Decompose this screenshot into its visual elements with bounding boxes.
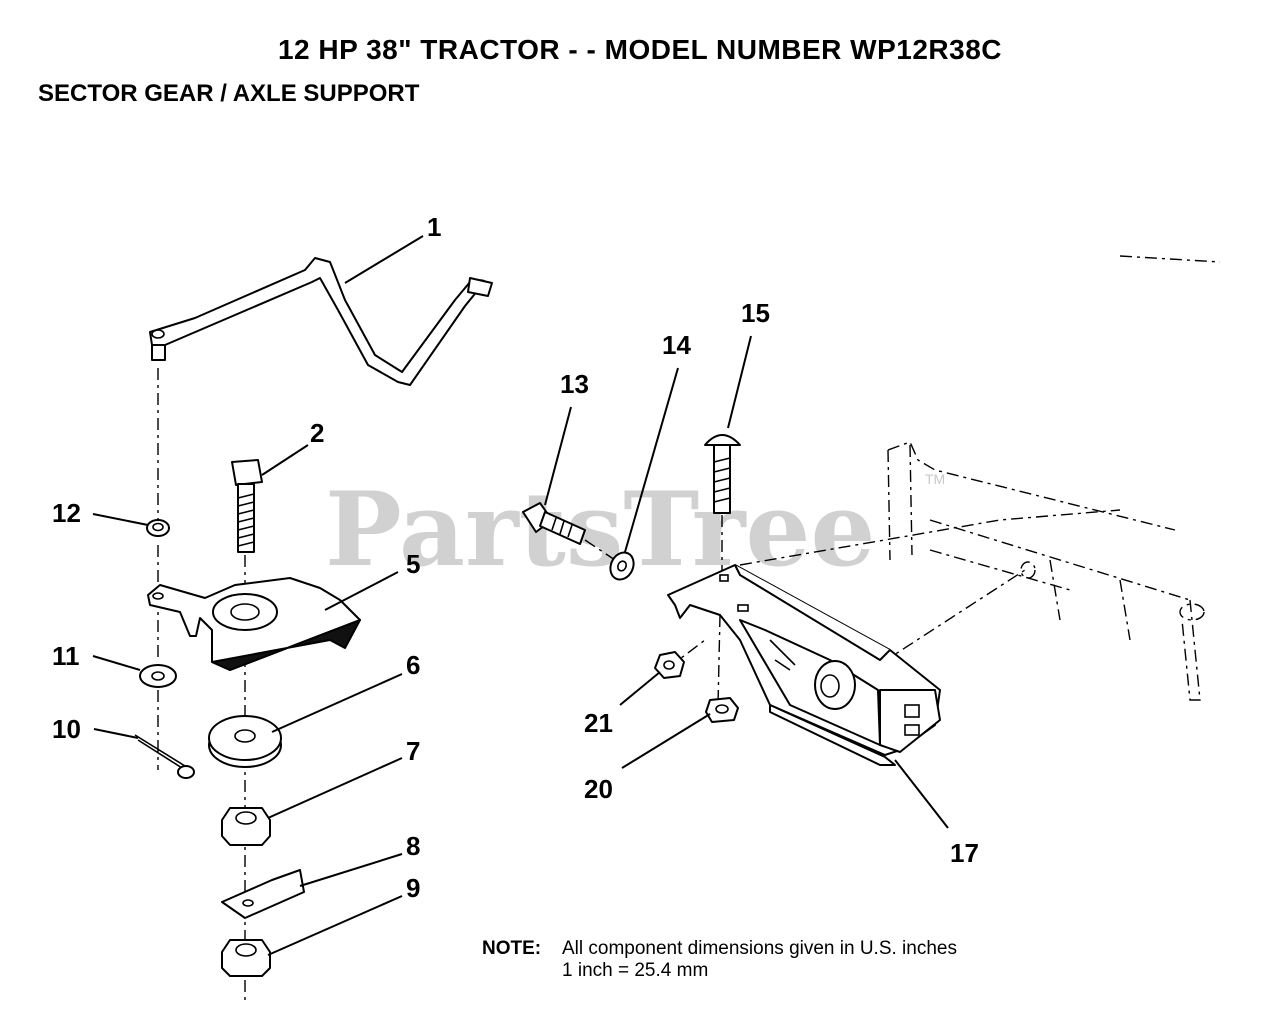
- callout-10: 10: [52, 714, 81, 744]
- part-2-hex-bolt: [231, 459, 263, 553]
- callout-5: 5: [406, 549, 420, 579]
- part-14-washer: [609, 551, 635, 581]
- leader-5: [324, 571, 399, 611]
- part-6-bushing: [208, 715, 282, 768]
- callout-8: 8: [406, 831, 420, 861]
- callout-15: 15: [741, 298, 770, 328]
- leader-1: [344, 235, 424, 284]
- leader-8: [299, 853, 403, 887]
- callout-20: 20: [584, 774, 613, 804]
- centerline-bolt-15: [717, 515, 723, 706]
- leader-2: [261, 444, 309, 476]
- leader-20: [621, 713, 711, 769]
- note-line-2: 1 inch = 25.4 mm: [562, 960, 709, 981]
- callout-6: 6: [406, 650, 420, 680]
- leader-12: [92, 513, 149, 526]
- leader-13: [544, 406, 572, 506]
- note-line-1: All component dimensions given in U.S. i…: [562, 938, 957, 959]
- note-label: NOTE:: [482, 938, 542, 959]
- tractor-frame-outline: [887, 255, 1221, 701]
- leader-14: [624, 367, 679, 553]
- part-17-axle-support: [667, 564, 941, 766]
- part-12-nut: [146, 519, 170, 537]
- diagram-subtitle: SECTOR GEAR / AXLE SUPPORT: [38, 80, 420, 107]
- part-8-clip: [221, 869, 305, 919]
- centerline-axle-upper: [739, 509, 1121, 566]
- watermark-tm: TM: [925, 471, 945, 487]
- part-5-sector-gear: [147, 577, 361, 671]
- part-15-carriage-bolt: [704, 434, 741, 514]
- part-21-nut: [654, 651, 685, 679]
- leader-11: [92, 655, 141, 671]
- leader-9: [267, 895, 403, 956]
- callout-13: 13: [560, 369, 589, 399]
- callout-21: 21: [584, 708, 613, 738]
- part-9-hex-nut: [221, 939, 271, 977]
- part-1-drag-link: [149, 257, 493, 386]
- callout-12: 12: [52, 498, 81, 528]
- leader-7: [267, 757, 403, 819]
- leader-6: [271, 673, 403, 733]
- callout-1: 1: [427, 212, 441, 242]
- leader-10: [93, 728, 139, 739]
- callout-9: 9: [406, 873, 420, 903]
- part-10-cotter-pin: [134, 734, 195, 779]
- part-11-washer: [139, 664, 177, 688]
- callout-7: 7: [406, 736, 420, 766]
- leader-15: [727, 335, 752, 429]
- callout-11: 11: [52, 641, 80, 671]
- centerline-bolt-13: [584, 539, 616, 561]
- part-7-hex-nut: [221, 807, 271, 846]
- dimension-note: NOTE: All component dimensions given in U…: [482, 938, 957, 981]
- callout-14: 14: [662, 330, 691, 360]
- part-20-nut: [705, 697, 739, 723]
- diagram-title: 12 HP 38" TRACTOR - - MODEL NUMBER WP12R…: [277, 34, 1002, 65]
- leader-21: [619, 671, 661, 706]
- callout-2: 2: [310, 418, 324, 448]
- part-13-bolt: [522, 502, 586, 545]
- watermark: PartsTree: [325, 470, 875, 590]
- callout-17: 17: [950, 838, 979, 868]
- leader-17: [894, 759, 949, 829]
